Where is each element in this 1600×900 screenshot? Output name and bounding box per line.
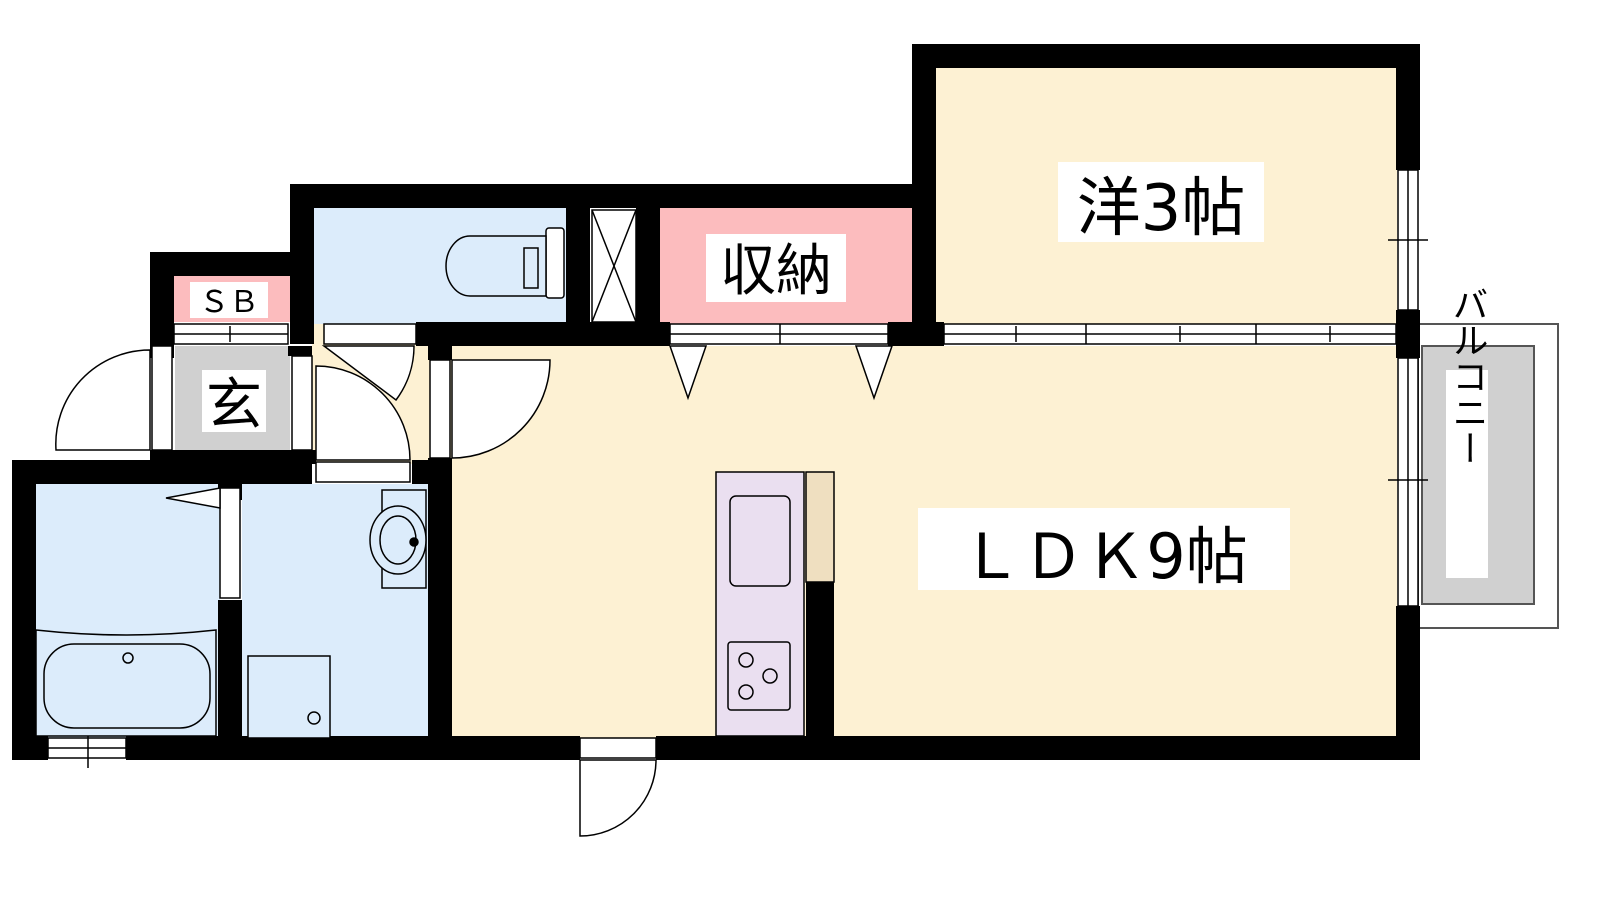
- ldk-label-group: ＬＤＫ9帖: [918, 508, 1290, 593]
- western-room-label-group: 洋3帖: [1058, 162, 1264, 246]
- closet-x: [591, 209, 637, 323]
- wash-basin: [369, 489, 427, 589]
- washing-machine-space: [247, 655, 331, 739]
- storage-door-markers: [668, 345, 894, 401]
- kitchen-counter: [715, 471, 835, 737]
- storage-label-group: 収納: [706, 234, 846, 304]
- entrance-label-group: 玄: [202, 370, 266, 438]
- bathtub: [35, 629, 217, 737]
- entrance-label: 玄: [206, 373, 262, 438]
- toilet-fixture: [445, 227, 565, 299]
- balcony-label-group: バルコニー: [1446, 286, 1488, 578]
- ldk-label: ＬＤＫ9帖: [960, 520, 1247, 593]
- windows: [47, 169, 1428, 768]
- balcony-label: バルコニー: [1447, 286, 1488, 466]
- walls: [12, 44, 1420, 760]
- shoe-box-label: ＳＢ: [199, 285, 259, 320]
- doors: [55, 323, 657, 837]
- western-room-label: 洋3帖: [1077, 172, 1246, 246]
- shoe-box-label-group: ＳＢ: [190, 282, 268, 320]
- storage-label: 収納: [720, 239, 832, 304]
